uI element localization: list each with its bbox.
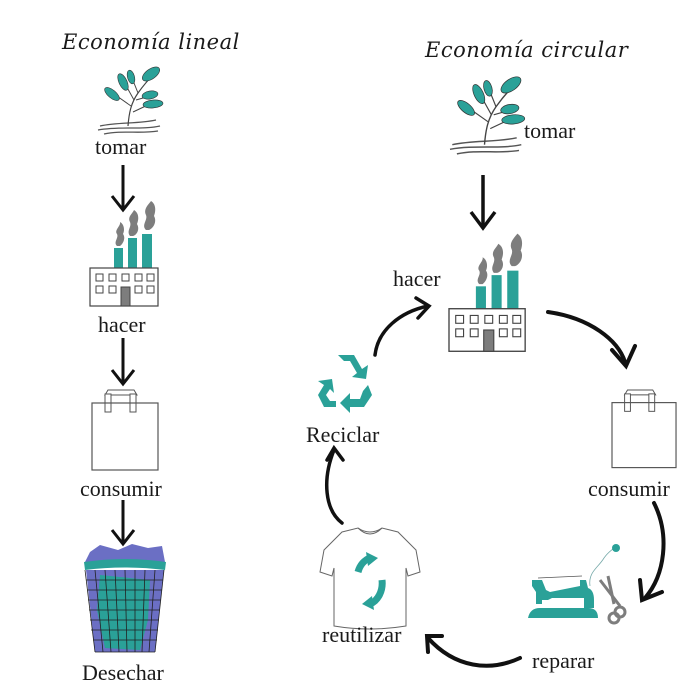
linear-factory-icon	[89, 200, 159, 307]
linear-label-desechar: Desechar	[82, 660, 164, 685]
circular-title: Economía circular	[425, 38, 629, 62]
circular-label-consumir: consumir	[588, 476, 670, 501]
cycle-arrow-reuse-recycle	[324, 444, 345, 525]
linear-label-consumir: consumir	[80, 476, 162, 501]
linear-label-tomar: tomar	[95, 134, 147, 159]
circular-label-reutilizar: reutilizar	[322, 622, 402, 647]
circular-shopping-bag-icon	[611, 389, 677, 469]
circular-label-tomar: tomar	[524, 118, 576, 143]
cycle-arrow-recycle-make	[373, 296, 432, 357]
cycle-arrow-make-consume	[546, 310, 637, 370]
linear-arrow-2	[110, 338, 136, 387]
sewing-machine-icon	[528, 544, 627, 625]
linear-title: Economía lineal	[62, 30, 240, 54]
circular-label-reparar: reparar	[532, 648, 595, 673]
circular-factory-icon	[448, 233, 526, 352]
circular-label-hacer: hacer	[393, 266, 441, 291]
linear-arrow-3	[110, 500, 136, 547]
linear-plant-icon	[97, 63, 164, 135]
linear-shopping-bag-icon	[91, 389, 159, 471]
cycle-arrow-repair-reuse	[424, 634, 522, 668]
circular-plant-icon	[449, 72, 526, 155]
circular-arrow-take-make	[469, 175, 497, 231]
linear-arrow-1	[110, 165, 136, 213]
circular-label-reciclar: Reciclar	[306, 422, 380, 447]
linear-trash-bin-icon	[84, 544, 166, 653]
linear-label-hacer: hacer	[98, 312, 146, 337]
cycle-arrow-consume-repair	[638, 501, 666, 603]
tshirt-icon	[319, 527, 421, 630]
recycle-icon	[318, 355, 372, 413]
